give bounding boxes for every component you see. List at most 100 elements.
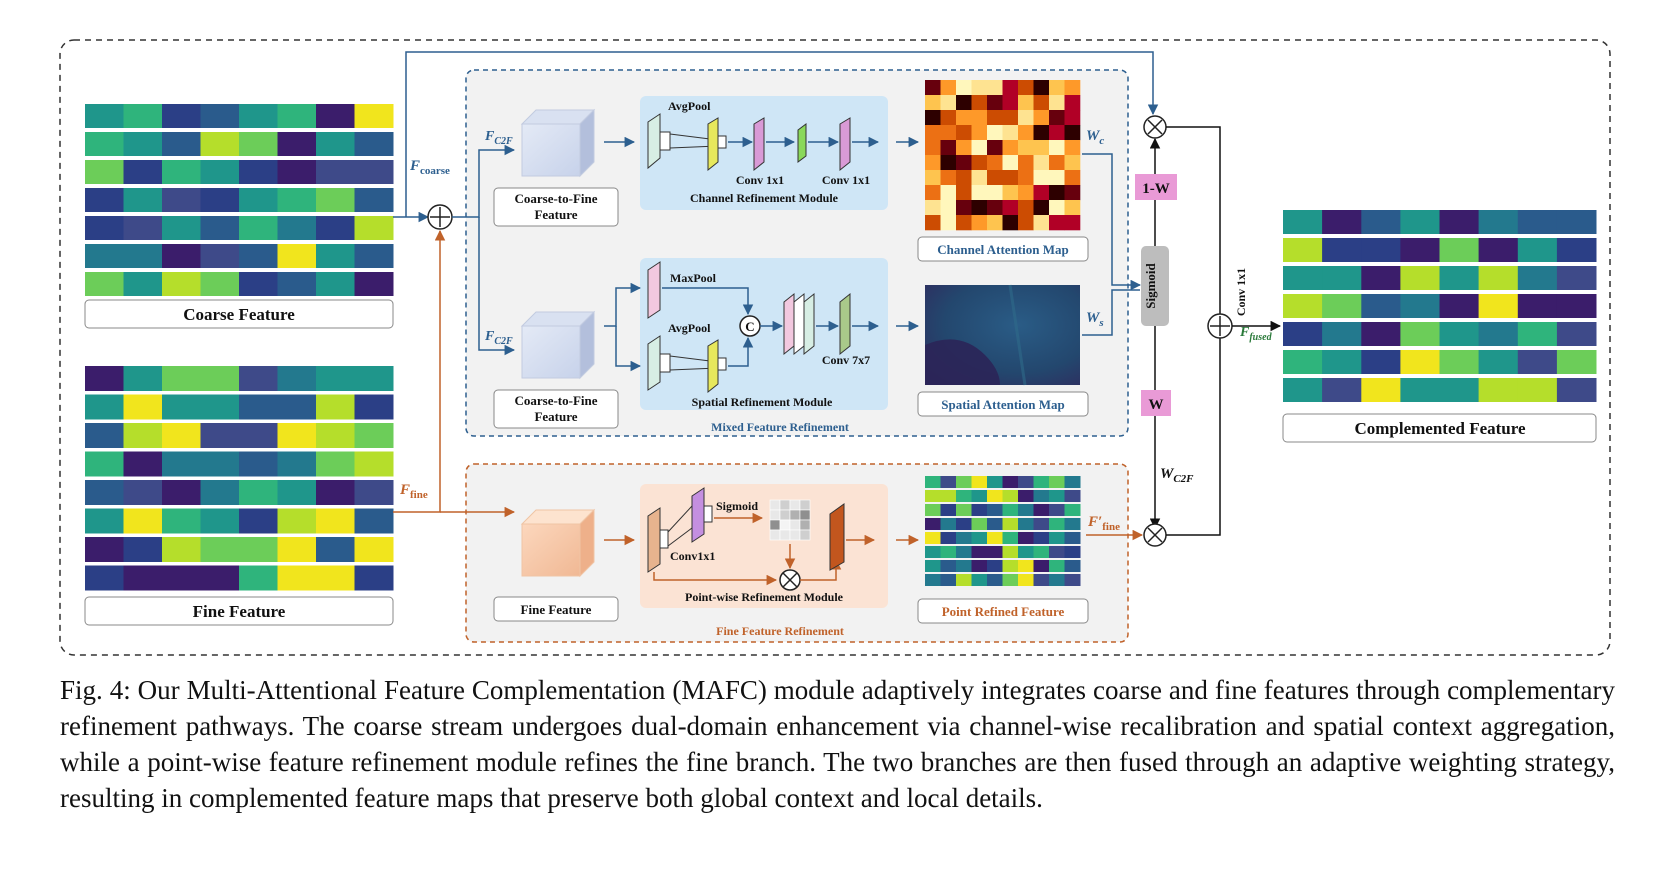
feature-cell <box>1283 238 1323 262</box>
conv7x7-label: Conv 7x7 <box>822 353 870 367</box>
heatmap-cell <box>971 170 988 186</box>
feature-cell <box>1400 210 1440 234</box>
conv1x1-vertical-label: Conv 1x1 <box>1234 268 1248 316</box>
weight-cell <box>789 529 801 541</box>
f-fine-prime-label: F′fine <box>1087 514 1120 533</box>
heatmap-cell <box>940 125 957 141</box>
heatmap-cell <box>1033 185 1050 201</box>
feature-cell <box>162 451 201 477</box>
feature-cell <box>85 451 124 477</box>
feature-cell <box>1556 238 1597 262</box>
concat-symbol: C <box>745 319 754 334</box>
complemented-feature-label: Complemented Feature <box>1354 419 1526 438</box>
feature-cell <box>162 272 201 296</box>
heatmap-cell <box>1049 215 1065 231</box>
feature-cell <box>940 560 957 572</box>
feature-cell <box>200 423 240 448</box>
feature-cell <box>123 508 163 534</box>
feature-cell <box>85 565 124 591</box>
heatmap-cell <box>925 110 941 126</box>
feature-cell <box>277 480 317 505</box>
feature-cell <box>925 476 941 488</box>
feature-cell <box>277 104 317 128</box>
conv1x1-label-b: Conv 1x1 <box>822 173 870 187</box>
feature-cell <box>987 546 1003 558</box>
feature-cell <box>123 565 163 591</box>
feature-cell <box>354 394 394 420</box>
feature-cell <box>316 508 355 534</box>
feature-cell <box>85 394 124 420</box>
heatmap-cell <box>940 215 957 231</box>
feature-cell <box>316 272 355 296</box>
heatmap-cell <box>1002 200 1019 216</box>
coarse-feature-label-box <box>84 299 394 329</box>
heatmap-cell <box>956 110 972 126</box>
coarse-feature-label: Coarse Feature <box>183 305 295 324</box>
feature-cell <box>316 565 355 591</box>
outer-frame <box>59 39 1611 656</box>
coarse-to-fine-label-2b: Feature <box>534 409 577 424</box>
feature-cell <box>123 216 163 240</box>
feature-cell <box>200 394 240 420</box>
feature-cell <box>1478 238 1519 262</box>
heatmap-cell <box>1018 170 1034 186</box>
heatmap-cell <box>956 95 972 111</box>
heatmap-cell <box>987 155 1003 171</box>
feature-cell <box>354 272 394 296</box>
feature-cell <box>1018 574 1034 586</box>
feature-cell <box>1002 532 1019 544</box>
coarse-to-fine-cube-1 <box>520 108 596 178</box>
heatmap-cell <box>956 80 972 96</box>
one-minus-w-label: 1-W <box>1142 181 1170 197</box>
feature-cell <box>1033 532 1050 544</box>
feature-cell <box>316 104 355 128</box>
feature-cell <box>1439 350 1480 374</box>
feature-cell <box>277 394 317 420</box>
feature-cell <box>1064 546 1081 558</box>
feature-cell <box>277 565 317 591</box>
coarse-to-fine-label-2: Coarse-to-Fine <box>514 393 597 408</box>
feature-cell <box>1439 378 1480 402</box>
feature-cell <box>85 423 124 448</box>
feature-cell <box>239 366 278 391</box>
feature-cell <box>1556 266 1597 290</box>
heatmap-cell <box>1002 95 1019 111</box>
feature-cell <box>354 480 394 505</box>
coarse-to-fine-label-1: Coarse-to-Fine <box>514 191 597 206</box>
feature-cell <box>971 518 988 530</box>
figure-caption: Fig. 4: Our Multi-Attentional Feature Co… <box>60 675 1615 813</box>
feature-cell <box>1400 378 1440 402</box>
heatmap-cell <box>1002 80 1019 96</box>
feature-cell <box>316 244 355 268</box>
feature-cell <box>354 565 394 591</box>
feature-cell <box>940 490 957 502</box>
feature-cell <box>162 508 201 534</box>
heatmap-cell <box>1018 140 1034 156</box>
feature-cell <box>1049 476 1065 488</box>
feature-cell <box>85 272 124 296</box>
feature-cell <box>239 565 278 591</box>
heatmap-cell <box>1064 215 1081 231</box>
weight-cell <box>799 499 811 511</box>
heatmap-cell <box>925 215 941 231</box>
weight-cell <box>799 519 811 531</box>
feature-cell <box>1002 574 1019 586</box>
fine-feature-refinement-label: Fine Feature Refinement <box>716 624 844 638</box>
feature-cell <box>1439 294 1480 318</box>
heatmap-cell <box>925 80 941 96</box>
heatmap-cell <box>971 125 988 141</box>
feature-cell <box>277 132 317 156</box>
feature-cell <box>1049 490 1065 502</box>
heatmap-cell <box>925 140 941 156</box>
feature-cell <box>1002 560 1019 572</box>
feature-cell <box>1517 238 1558 262</box>
feature-cell <box>1517 294 1558 318</box>
feature-cell <box>162 160 201 184</box>
feature-cell <box>971 546 988 558</box>
feature-cell <box>200 244 240 268</box>
feature-cell <box>316 423 355 448</box>
complemented-feature-map <box>1283 210 1597 402</box>
feature-cell <box>200 537 240 562</box>
feature-cell <box>1002 504 1019 516</box>
feature-cell <box>200 565 240 591</box>
